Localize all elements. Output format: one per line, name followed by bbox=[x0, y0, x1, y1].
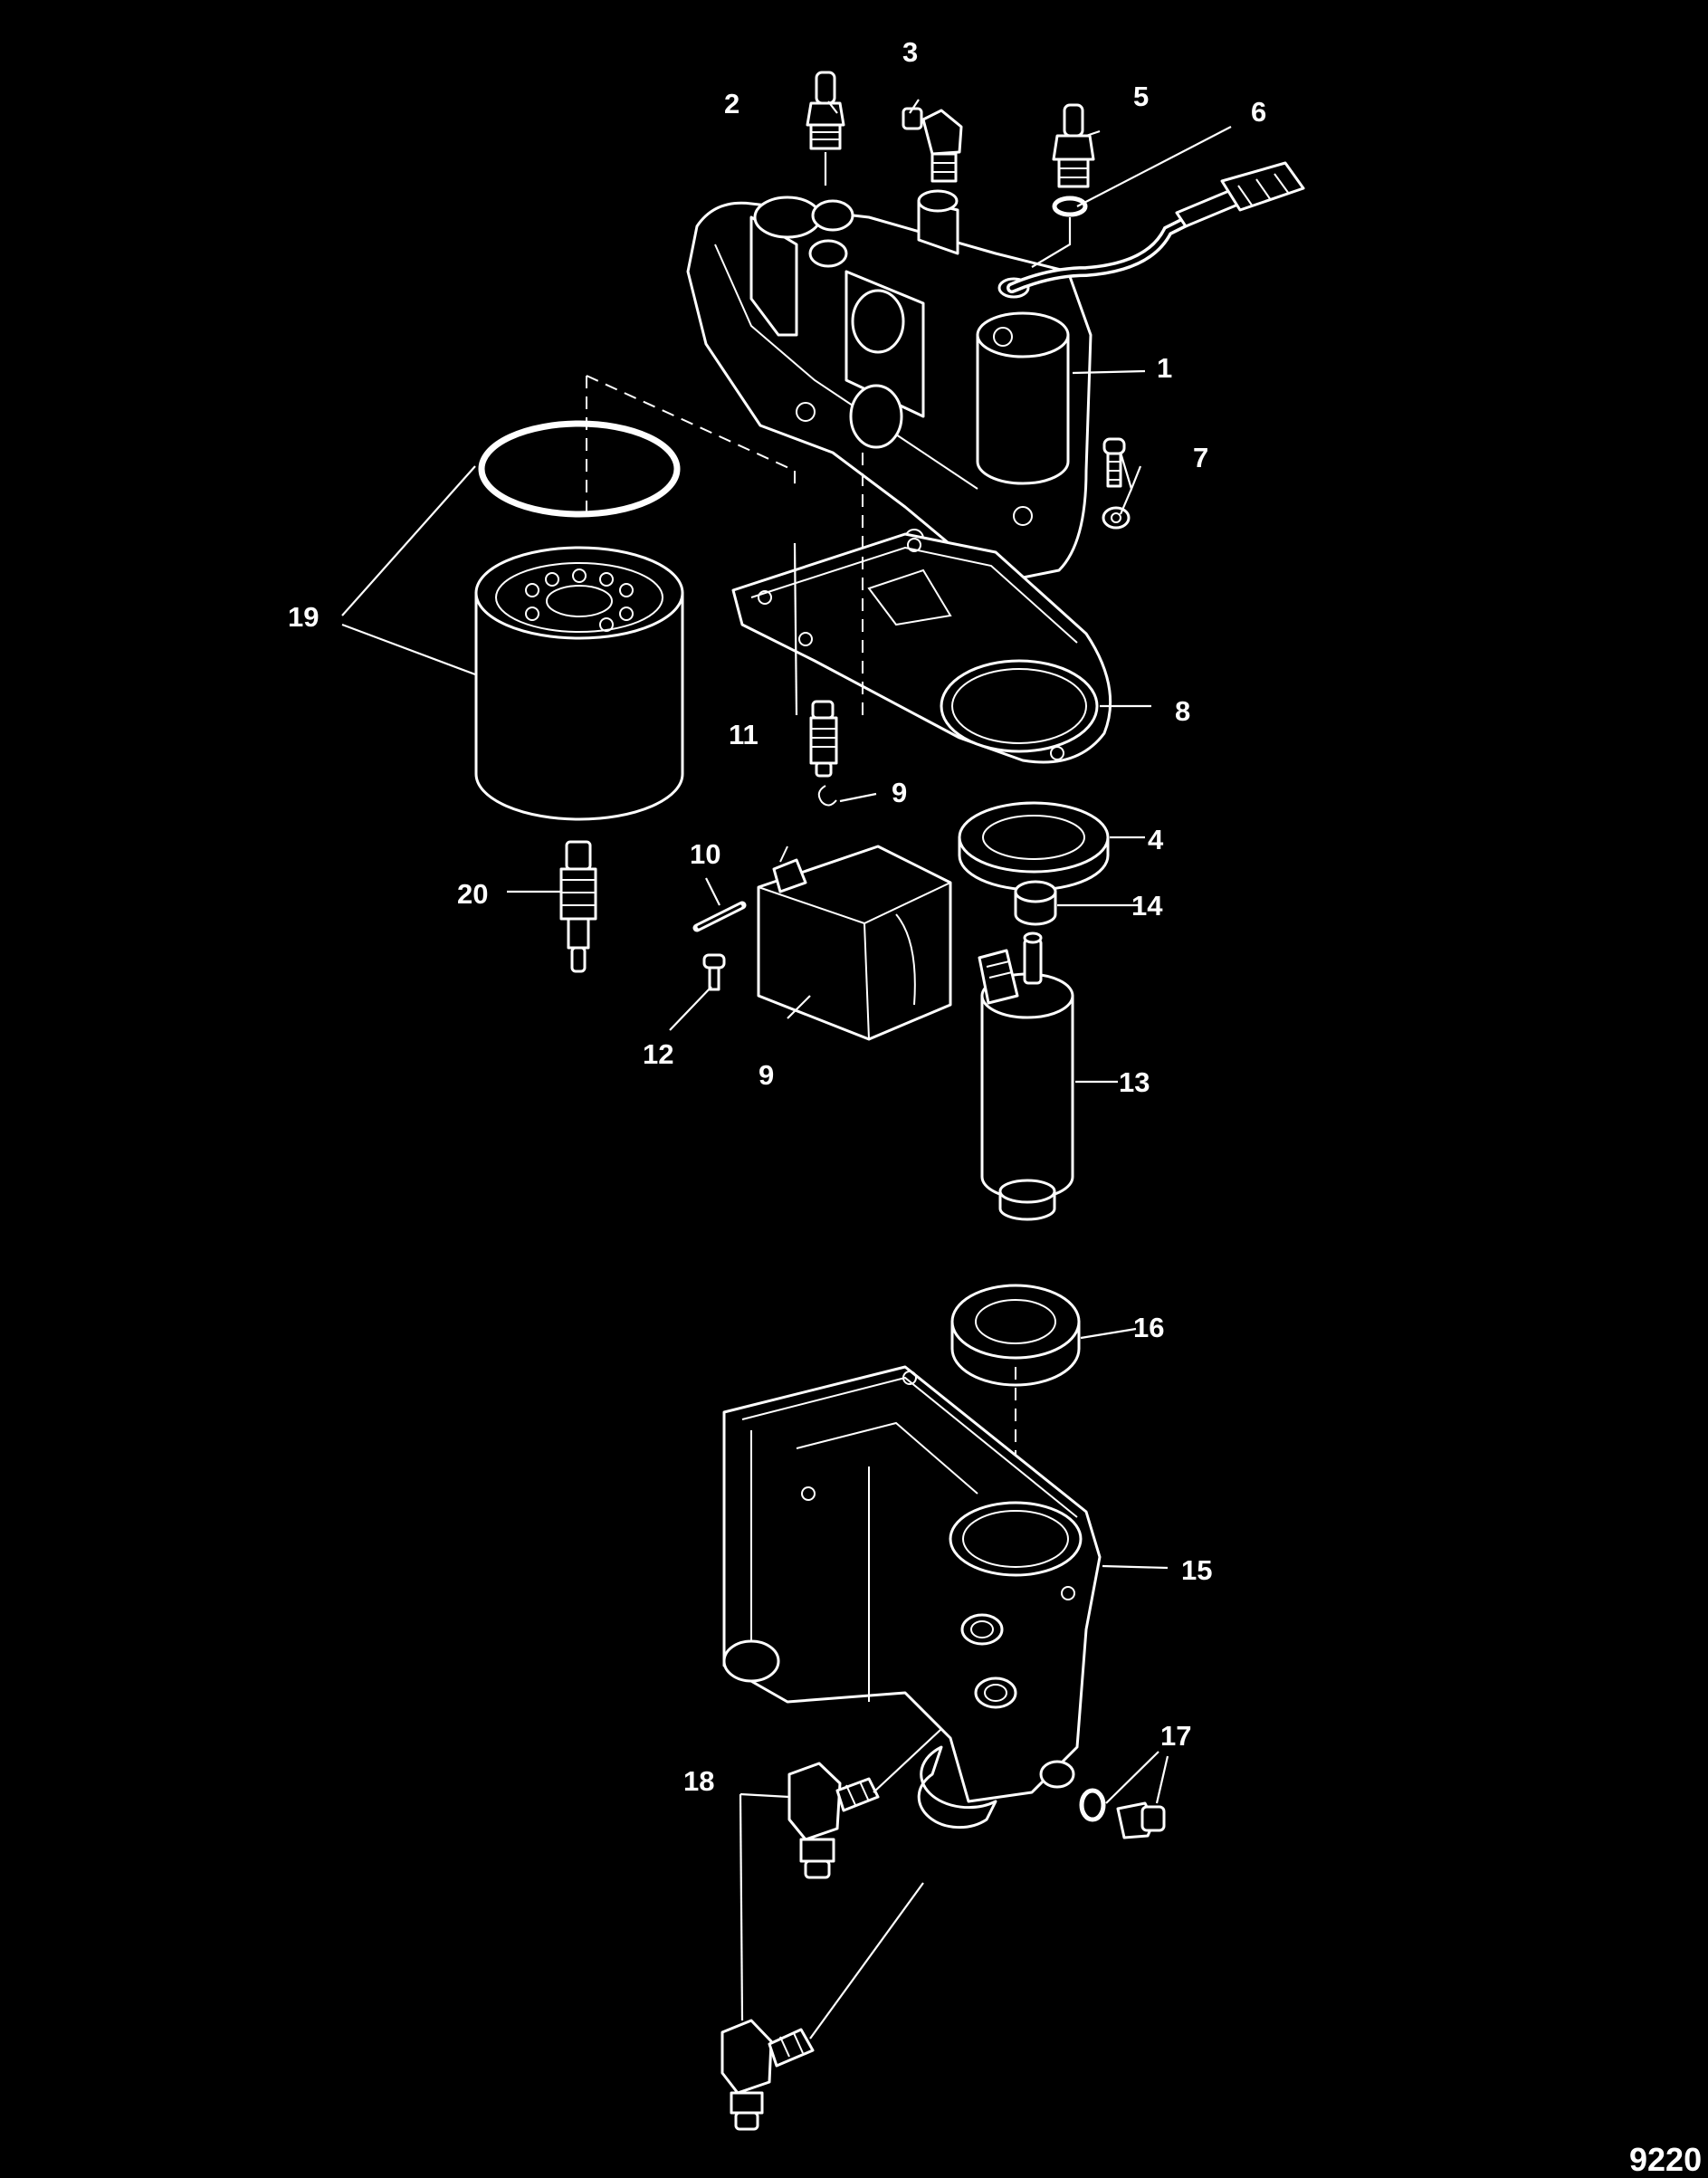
screw-and-washer bbox=[1102, 437, 1131, 530]
locating-pin bbox=[692, 901, 747, 932]
small-screw bbox=[702, 953, 726, 991]
drain-plug-17 bbox=[1116, 1801, 1166, 1839]
callout-8: 8 bbox=[1175, 695, 1190, 727]
callout-20: 20 bbox=[457, 878, 488, 910]
fuel-pump-housing bbox=[722, 1365, 1102, 1829]
callout-5: 5 bbox=[1133, 81, 1149, 112]
elbow-fitting-upper bbox=[787, 1762, 880, 1879]
figure-id: 9220 bbox=[1629, 2141, 1702, 2178]
o-ring-seal bbox=[478, 420, 681, 518]
spacer-sleeve-14 bbox=[1014, 880, 1057, 926]
pump-gasket bbox=[731, 532, 1112, 764]
sleeve-fitting-11 bbox=[809, 700, 838, 778]
callout-10: 10 bbox=[690, 838, 720, 870]
callout-15: 15 bbox=[1181, 1554, 1212, 1586]
callout-1: 1 bbox=[1157, 352, 1172, 384]
callout-9-clip: 9 bbox=[892, 777, 907, 808]
callout-19: 19 bbox=[288, 601, 319, 633]
callout-18: 18 bbox=[683, 1765, 714, 1797]
plug-seal-17 bbox=[1079, 1788, 1106, 1822]
elbow-fitting-3 bbox=[902, 107, 963, 183]
drain-plug-fitting bbox=[559, 840, 597, 973]
small-o-ring bbox=[1052, 196, 1088, 217]
grommet-4 bbox=[958, 801, 1110, 892]
callout-14: 14 bbox=[1131, 890, 1163, 922]
callout-17: 17 bbox=[1160, 1720, 1191, 1752]
elbow-fitting-lower bbox=[720, 2019, 815, 2131]
callout-16: 16 bbox=[1133, 1312, 1164, 1343]
fitting-2 bbox=[806, 71, 845, 150]
callout-13: 13 bbox=[1119, 1066, 1150, 1098]
wiring-harness-connector bbox=[1007, 161, 1305, 293]
callout-11: 11 bbox=[729, 719, 759, 750]
callout-3: 3 bbox=[902, 36, 918, 68]
callout-7: 7 bbox=[1193, 442, 1208, 473]
retaining-clip bbox=[817, 785, 837, 807]
fitting-5 bbox=[1052, 103, 1095, 188]
callout-4: 4 bbox=[1148, 824, 1164, 855]
grommet-16 bbox=[950, 1284, 1081, 1387]
electric-fuel-pump bbox=[978, 931, 1074, 1221]
fuel-pump-bracket-assembly bbox=[686, 189, 1093, 581]
callout-2: 2 bbox=[724, 88, 739, 119]
callout-9-pad: 9 bbox=[759, 1059, 774, 1091]
fuel-filter-canister bbox=[474, 546, 684, 821]
foam-isolator-pad bbox=[757, 845, 952, 1041]
callout-6: 6 bbox=[1251, 96, 1266, 128]
callout-12: 12 bbox=[643, 1038, 673, 1070]
